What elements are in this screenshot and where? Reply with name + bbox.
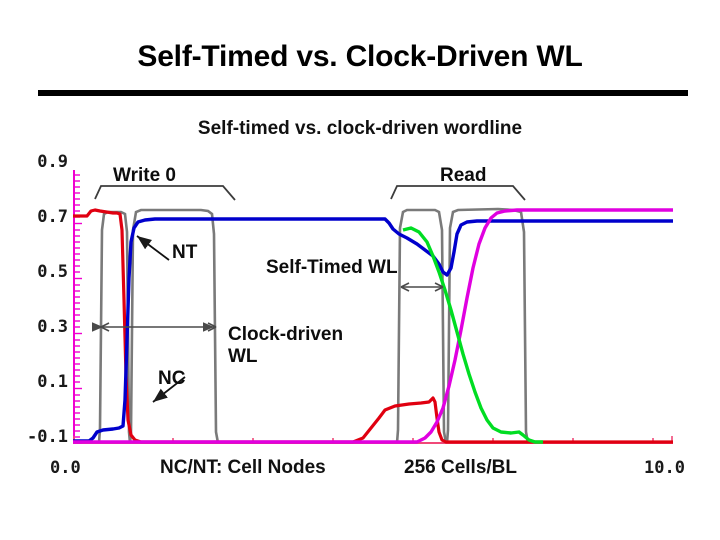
y-tick-2: 0.5 xyxy=(37,262,68,282)
y-tick-3: 0.3 xyxy=(37,317,68,337)
arrow-self-timed-wl xyxy=(400,282,444,292)
arrow-nt-pointer xyxy=(136,235,170,261)
annotation-nt: NT xyxy=(172,242,198,263)
y-tick-4: 0.1 xyxy=(37,372,68,392)
x-tick-min: 0.0 xyxy=(50,458,81,478)
waveform-chart: Self-timed vs. clock-driven wordline 0.9… xyxy=(0,108,720,498)
waveform-svg xyxy=(73,170,673,444)
x-tick-max: 10.0 xyxy=(644,458,685,478)
y-tick-0: 0.9 xyxy=(37,152,68,172)
y-tick-5: -0.1 xyxy=(27,427,68,447)
series-bl xyxy=(73,208,673,444)
series-blb xyxy=(402,226,543,444)
annotation-write0: Write 0 xyxy=(113,165,177,186)
plot-area xyxy=(73,170,673,444)
page-title: Self-Timed vs. Clock-Driven WL xyxy=(137,40,583,73)
brace-write0 xyxy=(94,185,236,201)
annotation-clock-driven-wl-line1: Clock-driven xyxy=(228,324,344,345)
arrow-nc-pointer xyxy=(152,376,186,403)
annotation-read: Read xyxy=(440,165,487,186)
series-nc xyxy=(73,208,673,444)
title-divider xyxy=(38,90,688,96)
annotation-self-timed-wl: Self-Timed WL xyxy=(266,257,398,278)
x-caption-cells-per-bl: 256 Cells/BL xyxy=(404,457,517,478)
y-tick-1: 0.7 xyxy=(37,207,68,227)
arrow-clock-driven-wl xyxy=(91,322,217,332)
annotation-clock-driven-wl-line2: WL xyxy=(228,346,258,367)
y-minor-ticks xyxy=(74,174,82,444)
brace-read xyxy=(390,185,526,201)
x-caption-cell-nodes: NC/NT: Cell Nodes xyxy=(160,457,326,478)
series-nt xyxy=(73,217,673,443)
chart-title: Self-timed vs. clock-driven wordline xyxy=(197,118,523,139)
y-axis-labels: 0.9 0.7 0.5 0.3 0.1 -0.1 xyxy=(0,152,68,460)
annotation-nc: NC xyxy=(158,368,186,389)
